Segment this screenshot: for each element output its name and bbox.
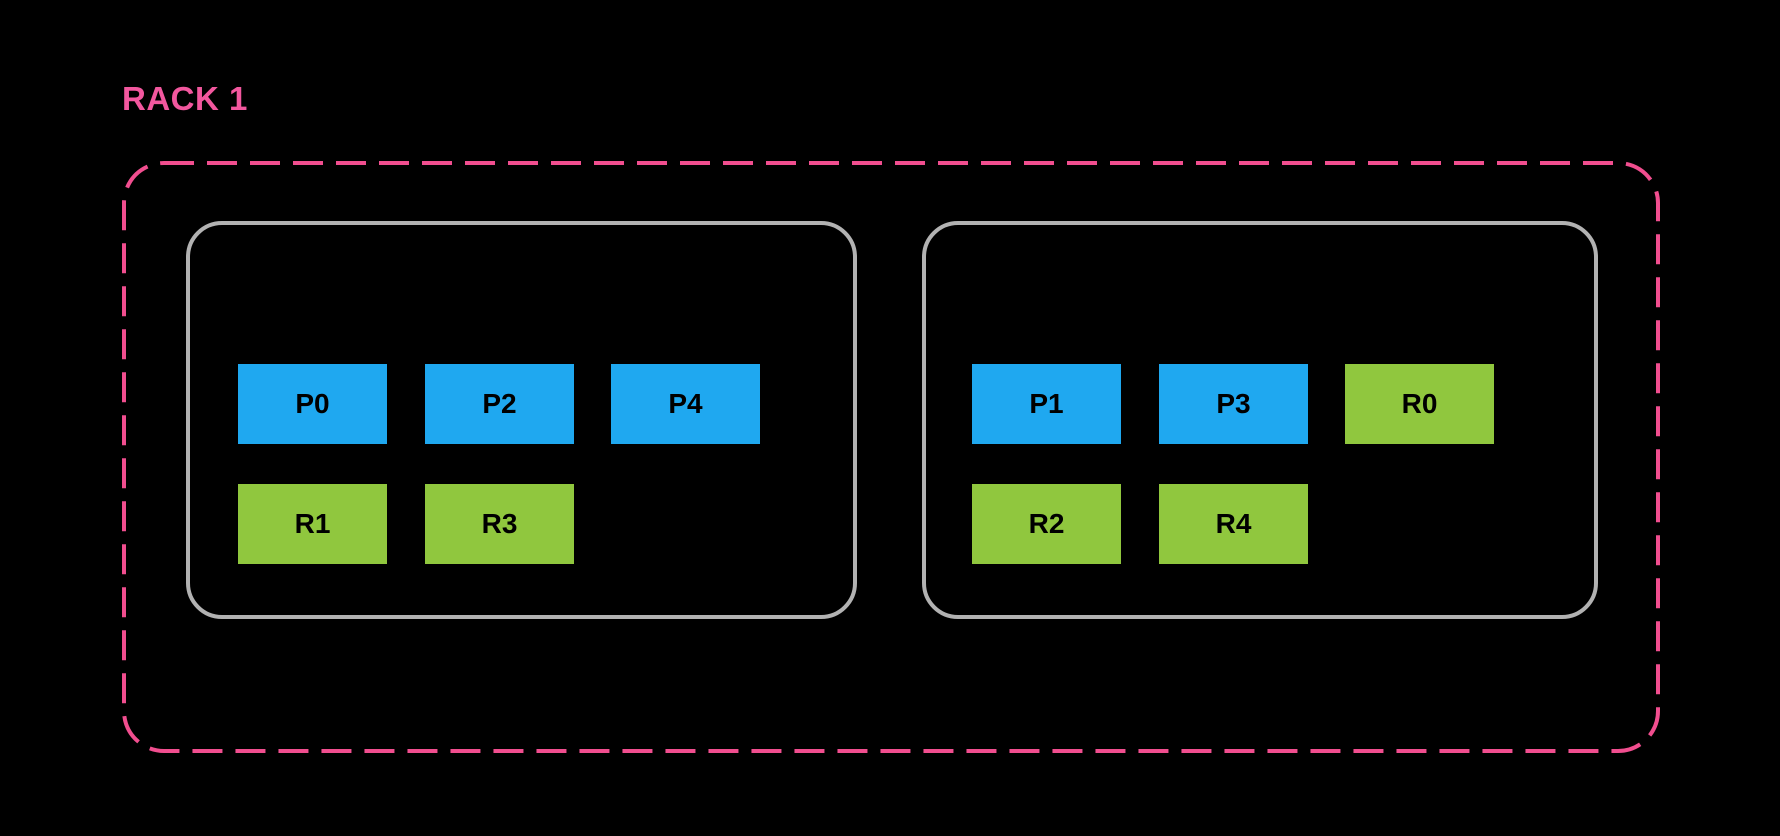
node-box-2: P1 P3 R0 R2 R4 bbox=[922, 221, 1598, 619]
block-r4: R4 bbox=[1159, 484, 1308, 564]
block-r1: R1 bbox=[238, 484, 387, 564]
node-box-1: P0 P2 P4 R1 R3 bbox=[186, 221, 857, 619]
block-p0: P0 bbox=[238, 364, 387, 444]
rack-boundary bbox=[122, 161, 1660, 753]
rack-dashed-border bbox=[122, 161, 1660, 753]
rack-title: RACK 1 bbox=[122, 80, 248, 117]
block-r2: R2 bbox=[972, 484, 1121, 564]
block-r0: R0 bbox=[1345, 364, 1494, 444]
block-p2: P2 bbox=[425, 364, 574, 444]
block-p3: P3 bbox=[1159, 364, 1308, 444]
block-r3: R3 bbox=[425, 484, 574, 564]
block-p1: P1 bbox=[972, 364, 1121, 444]
block-p4: P4 bbox=[611, 364, 760, 444]
